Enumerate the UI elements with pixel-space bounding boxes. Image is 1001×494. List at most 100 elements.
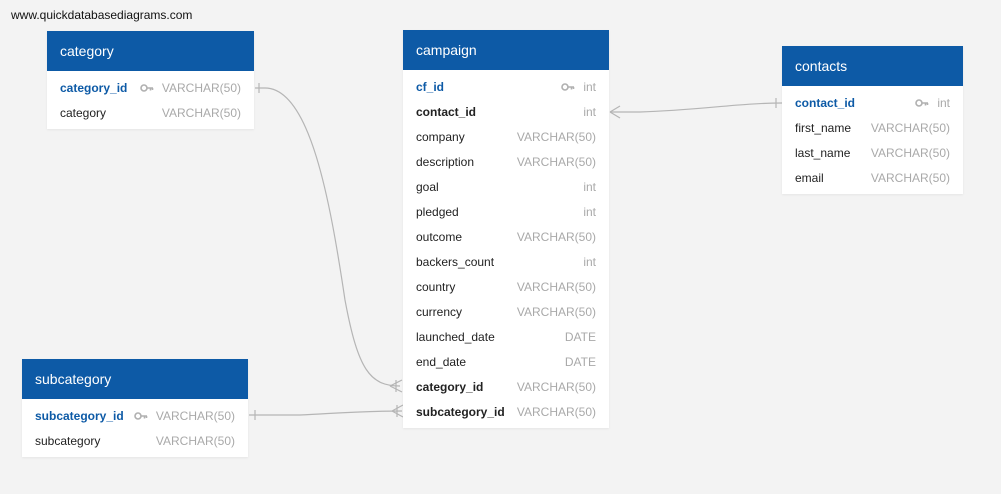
column-name: end_date: [416, 355, 467, 369]
column-type: int: [583, 100, 596, 125]
key-icon: [561, 83, 575, 91]
column-type-label: VARCHAR(50): [516, 405, 596, 419]
column-row[interactable]: cf_id int: [403, 75, 609, 100]
column-name: company: [416, 130, 465, 144]
table-header[interactable]: subcategory: [22, 359, 248, 399]
column-type: VARCHAR(50): [517, 400, 596, 425]
column-type: VARCHAR(50): [517, 375, 596, 400]
relationship-subcategory-campaign[interactable]: [249, 404, 404, 420]
site-watermark: www.quickdatabasediagrams.com: [11, 8, 193, 22]
column-row[interactable]: email VARCHAR(50): [782, 166, 963, 191]
column-name: category_id: [416, 380, 484, 394]
column-row[interactable]: end_date DATE: [403, 350, 609, 375]
column-row[interactable]: last_name VARCHAR(50): [782, 141, 963, 166]
column-type: VARCHAR(50): [517, 150, 596, 175]
column-name: outcome: [416, 230, 463, 244]
column-type-label: VARCHAR(50): [161, 106, 241, 120]
column-name: country: [416, 280, 456, 294]
column-row[interactable]: subcategory_id VARCHAR(50): [22, 404, 248, 429]
column-type-label: VARCHAR(50): [516, 230, 596, 244]
column-type-label: VARCHAR(50): [516, 130, 596, 144]
column-type: VARCHAR(50): [156, 429, 235, 454]
column-row[interactable]: category_id VARCHAR(50): [47, 76, 254, 101]
column-type: VARCHAR(50): [134, 404, 235, 429]
key-icon: [134, 412, 148, 420]
table-header[interactable]: campaign: [403, 30, 609, 70]
column-row[interactable]: category_id VARCHAR(50): [403, 375, 609, 400]
column-type-label: VARCHAR(50): [155, 409, 235, 423]
column-type-label: int: [583, 205, 596, 219]
column-type: int: [561, 75, 596, 100]
relationship-category-campaign[interactable]: [255, 83, 403, 393]
column-name: goal: [416, 180, 439, 194]
key-icon: [915, 99, 929, 107]
column-type: VARCHAR(50): [517, 275, 596, 300]
column-type: VARCHAR(50): [871, 166, 950, 191]
column-type-label: int: [583, 105, 596, 119]
column-name: cf_id: [416, 80, 445, 94]
column-name: description: [416, 155, 475, 169]
column-name: backers_count: [416, 255, 495, 269]
column-row[interactable]: goal int: [403, 175, 609, 200]
column-type: int: [583, 250, 596, 275]
column-type: VARCHAR(50): [871, 141, 950, 166]
table-header[interactable]: contacts: [782, 46, 963, 86]
column-type-label: VARCHAR(50): [516, 305, 596, 319]
column-type-label: VARCHAR(50): [155, 434, 235, 448]
column-type: VARCHAR(50): [871, 116, 950, 141]
column-name: launched_date: [416, 330, 495, 344]
column-type-label: DATE: [564, 330, 596, 344]
column-name: subcategory_id: [35, 409, 124, 423]
column-type-label: int: [937, 96, 950, 110]
column-type-label: DATE: [564, 355, 596, 369]
column-name: last_name: [795, 146, 851, 160]
column-type: int: [583, 175, 596, 200]
column-row[interactable]: backers_count int: [403, 250, 609, 275]
column-type: int: [915, 91, 950, 116]
column-row[interactable]: launched_date DATE: [403, 325, 609, 350]
column-type: DATE: [565, 325, 596, 350]
column-row[interactable]: contact_id int: [403, 100, 609, 125]
column-type-label: VARCHAR(50): [516, 280, 596, 294]
column-type-label: int: [583, 180, 596, 194]
column-row[interactable]: company VARCHAR(50): [403, 125, 609, 150]
column-row[interactable]: description VARCHAR(50): [403, 150, 609, 175]
column-name: category_id: [60, 81, 128, 95]
column-type-label: VARCHAR(50): [870, 121, 950, 135]
column-name: first_name: [795, 121, 852, 135]
column-row[interactable]: outcome VARCHAR(50): [403, 225, 609, 250]
table-header[interactable]: category: [47, 31, 254, 71]
column-type-label: VARCHAR(50): [516, 380, 596, 394]
column-row[interactable]: country VARCHAR(50): [403, 275, 609, 300]
column-name: email: [795, 171, 824, 185]
column-row[interactable]: contact_id int: [782, 91, 963, 116]
column-type-label: int: [583, 255, 596, 269]
column-name: contact_id: [416, 105, 477, 119]
column-type: VARCHAR(50): [517, 225, 596, 250]
relationship-contacts-campaign[interactable]: [609, 98, 783, 119]
column-type-label: VARCHAR(50): [516, 155, 596, 169]
column-type: VARCHAR(50): [140, 76, 241, 101]
key-icon: [140, 84, 154, 92]
column-type: VARCHAR(50): [162, 101, 241, 126]
column-name: pledged: [416, 205, 459, 219]
column-row[interactable]: first_name VARCHAR(50): [782, 116, 963, 141]
column-row[interactable]: pledged int: [403, 200, 609, 225]
column-type: VARCHAR(50): [517, 300, 596, 325]
column-type-label: VARCHAR(50): [870, 146, 950, 160]
column-type-label: int: [583, 80, 596, 94]
column-type-label: VARCHAR(50): [870, 171, 950, 185]
column-name: contact_id: [795, 96, 856, 110]
